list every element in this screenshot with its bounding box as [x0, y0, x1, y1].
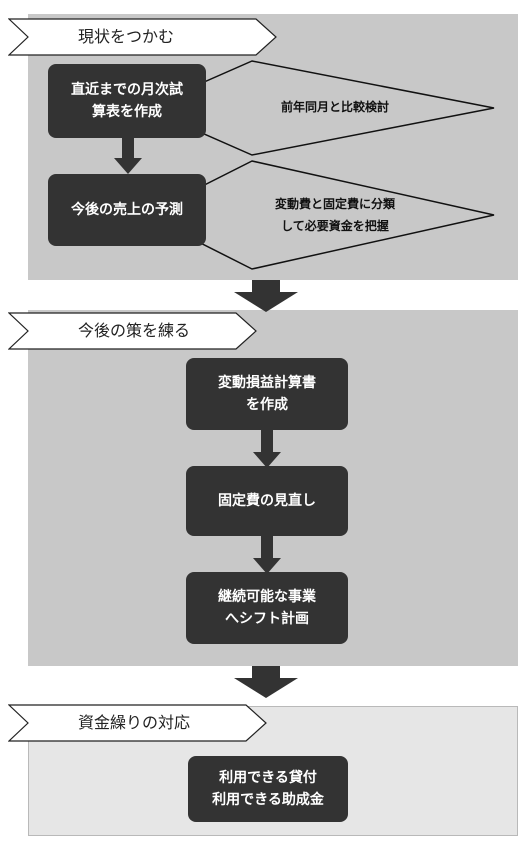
banner-shape [8, 704, 267, 742]
node-sales-forecast: 今後の売上の予測 [48, 174, 206, 246]
node-variable-pl: 変動損益計算書 を作成 [186, 358, 348, 430]
node-sustainable-shift: 継続可能な事業 へシフト計画 [186, 572, 348, 644]
section-title: 現状をつかむ [78, 27, 175, 46]
section-banner-future-plan: 今後の策を練る [8, 312, 258, 350]
section-transition-arrow [234, 666, 298, 698]
decision-cost-classify: 変動費と固定費に分類 して必要資金を把握 [140, 160, 496, 270]
banner-shape [8, 18, 277, 56]
decision-label-line2: して必要資金を把握 [281, 219, 389, 233]
section-banner-cash-flow: 資金繰りの対応 [8, 704, 268, 742]
flow-arrow-down [114, 138, 142, 174]
decision-label: 前年同月と比較検討 [280, 100, 389, 114]
section-title: 今後の策を練る [78, 321, 191, 340]
section-banner-current-status: 現状をつかむ [8, 18, 278, 56]
flow-arrow-down [253, 430, 281, 468]
section-transition-arrow [234, 280, 298, 312]
node-label-line1: 利用できる貸付 [219, 770, 317, 786]
node-label-line1: 直近までの月次試 [71, 82, 183, 98]
flow-arrow-down [253, 536, 281, 574]
node-funding: 利用できる貸付 利用できる助成金 [188, 756, 348, 822]
node-label-line1: 変動損益計算書 [218, 375, 316, 391]
node-label-line2: を作成 [246, 397, 288, 413]
node-label: 固定費の見直し [218, 493, 316, 509]
node-label: 今後の売上の予測 [71, 202, 183, 218]
banner-shape [8, 312, 257, 350]
node-fixed-cost-review: 固定費の見直し [186, 466, 348, 536]
decision-label-line1: 変動費と固定費に分類 [274, 197, 395, 211]
node-label-line2: 算表を作成 [92, 104, 162, 120]
node-label-line2: 利用できる助成金 [212, 792, 324, 808]
node-label-line1: 継続可能な事業 [218, 589, 316, 605]
node-trial-balance: 直近までの月次試 算表を作成 [48, 64, 206, 138]
node-label-line2: へシフト計画 [225, 611, 309, 627]
section-title: 資金繰りの対応 [78, 713, 191, 732]
